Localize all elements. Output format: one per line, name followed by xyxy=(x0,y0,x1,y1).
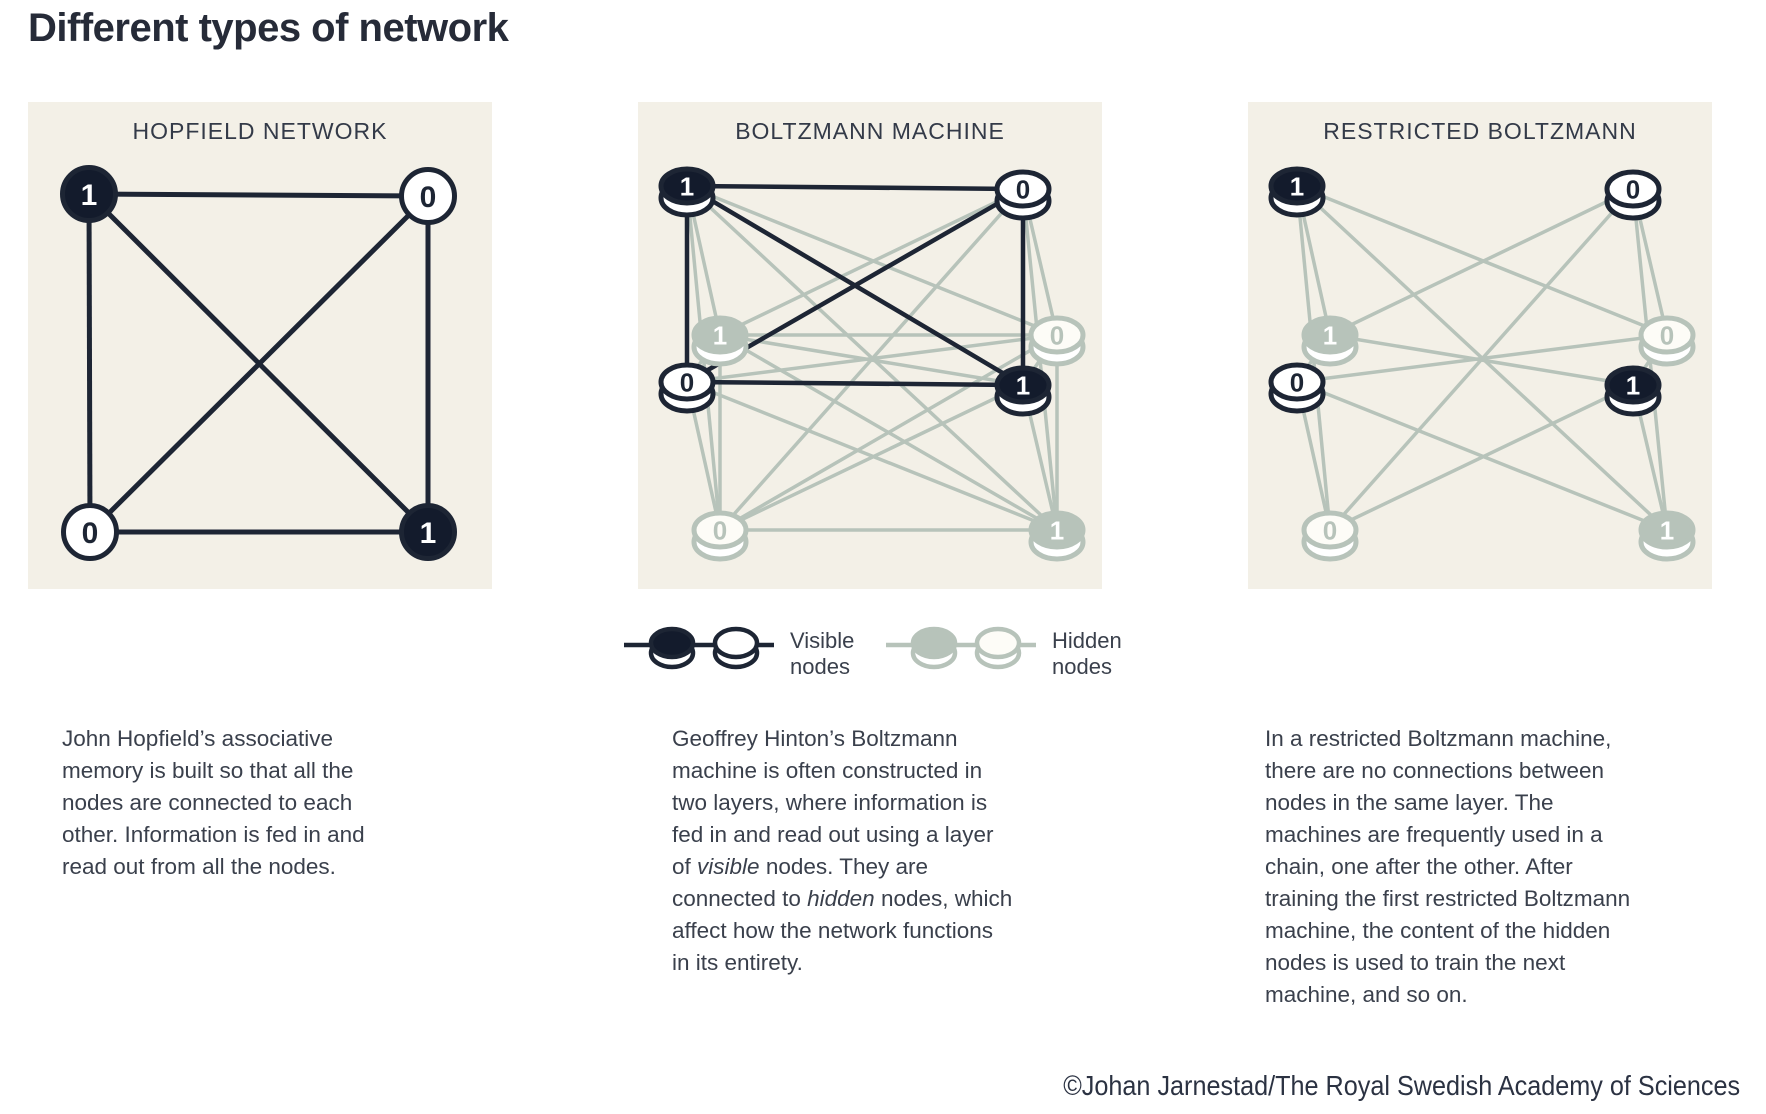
svg-text:0: 0 xyxy=(680,367,694,397)
hopfield-network-diagram: 1 0 0 1 xyxy=(60,165,457,561)
legend: Visible nodes Hidden nodes xyxy=(622,614,1144,680)
legend-item-visible-nodes: Visible nodes xyxy=(622,614,882,680)
svg-text:1: 1 xyxy=(1323,320,1337,350)
panel-hopfield-network: 1 0 0 1 HOPFIELD NETWORK xyxy=(28,102,492,589)
panel-title-restricted: RESTRICTED BOLTZMANN xyxy=(1323,118,1637,144)
svg-text:1: 1 xyxy=(1626,370,1640,400)
visible-nodes-icon xyxy=(624,626,774,670)
svg-text:1: 1 xyxy=(81,179,98,212)
hidden-nodes-icon xyxy=(886,626,1036,670)
credit-line: ©Johan Jarnestad/The Royal Swedish Acade… xyxy=(1063,1070,1740,1101)
svg-text:1: 1 xyxy=(713,320,727,350)
svg-text:1: 1 xyxy=(1050,515,1064,545)
legend-label-visible: Visible nodes xyxy=(790,628,855,679)
svg-text:1: 1 xyxy=(1016,370,1030,400)
svg-text:1: 1 xyxy=(420,517,437,550)
svg-text:0: 0 xyxy=(1323,515,1337,545)
legend-item-hidden-nodes: Hidden nodes xyxy=(884,614,1144,680)
svg-text:0: 0 xyxy=(1290,367,1304,397)
svg-text:0: 0 xyxy=(82,517,99,550)
svg-text:1: 1 xyxy=(1660,515,1674,545)
restricted-description: In a restricted Boltzmann machine,there … xyxy=(1265,726,1631,1007)
svg-text:0: 0 xyxy=(420,181,437,214)
panel-title-hopfield: HOPFIELD NETWORK xyxy=(132,118,388,144)
svg-text:0: 0 xyxy=(1660,320,1674,350)
svg-text:1: 1 xyxy=(1290,171,1304,201)
svg-text:0: 0 xyxy=(713,515,727,545)
legend-label-hidden: Hidden nodes xyxy=(1052,628,1122,679)
page-title: Different types of network xyxy=(28,6,509,50)
svg-text:0: 0 xyxy=(1016,174,1030,204)
panel-title-boltzmann: BOLTZMANN MACHINE xyxy=(735,118,1005,144)
svg-text:0: 0 xyxy=(1050,320,1064,350)
svg-text:0: 0 xyxy=(1626,174,1640,204)
svg-text:1: 1 xyxy=(680,171,694,201)
